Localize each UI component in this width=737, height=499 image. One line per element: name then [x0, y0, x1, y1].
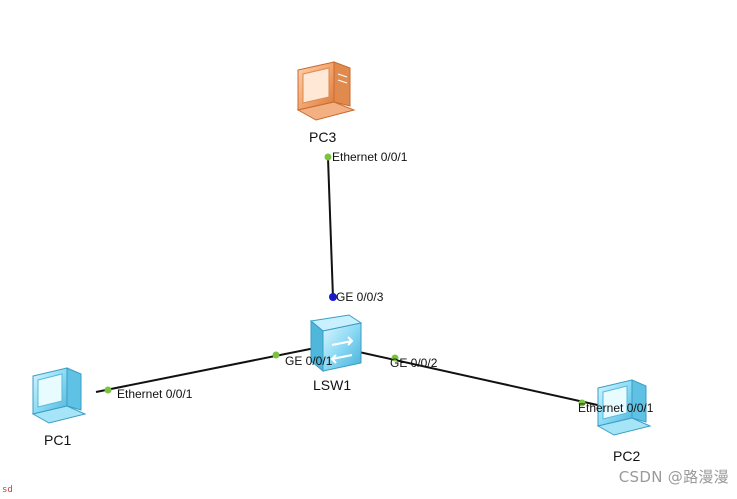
port-label-pc1-eth: Ethernet 0/0/1: [117, 387, 193, 401]
device-label-pc3: PC3: [309, 129, 336, 145]
port-indicator: [329, 293, 337, 301]
pc-icon[interactable]: [596, 379, 652, 436]
port-indicator: [391, 354, 399, 362]
port-indicator: [324, 153, 332, 161]
device-label-pc2: PC2: [613, 448, 640, 464]
port-indicator: [272, 351, 280, 359]
pc-icon[interactable]: [31, 367, 87, 424]
port-label-pc2-eth: Ethernet 0/0/1: [578, 401, 654, 415]
device-label-pc1: PC1: [44, 432, 71, 448]
link-pc3-lsw1[interactable]: [327, 157, 334, 299]
pc-icon[interactable]: [296, 61, 356, 121]
port-label-lsw1-ge2: GE 0/0/2: [390, 356, 438, 370]
port-label-lsw1-ge3: GE 0/0/3: [336, 290, 384, 304]
watermark: CSDN @路漫漫: [618, 468, 729, 486]
device-label-lsw1: LSW1: [313, 377, 351, 393]
port-label-lsw1-ge1: GE 0/0/1: [285, 354, 333, 368]
link-pc1-lsw1[interactable]: [95, 344, 331, 393]
port-indicator: [578, 399, 586, 407]
port-label-pc3-eth: Ethernet 0/0/1: [332, 150, 408, 164]
port-indicator: [104, 386, 112, 394]
corner-mark: sd: [2, 485, 13, 495]
switch-icon[interactable]: [309, 314, 363, 373]
